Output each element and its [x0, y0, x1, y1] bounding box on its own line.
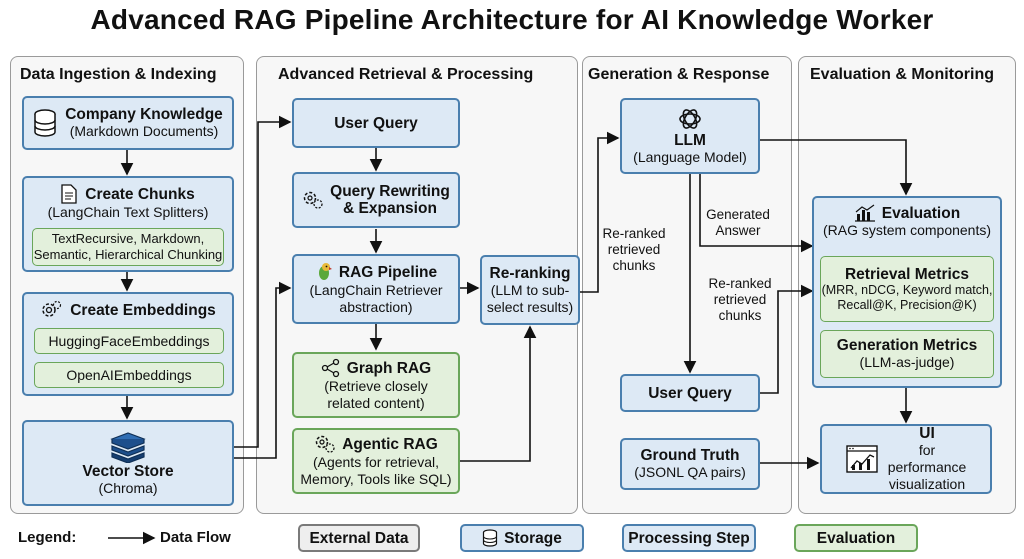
- graph-rag-box: Graph RAG (Retrieve closely related cont…: [292, 352, 460, 418]
- openai-embeddings-box: OpenAIEmbeddings: [34, 362, 224, 388]
- ground-truth-title: Ground Truth: [640, 447, 740, 464]
- ui-sub: for performance visualization: [887, 442, 967, 492]
- vector-store-icon: [110, 432, 146, 463]
- create-chunks-title: Create Chunks: [85, 185, 195, 203]
- agentic-rag-box: Agentic RAG (Agents for retrieval, Memor…: [292, 428, 460, 494]
- generation-metrics-sub: (LLM-as-judge): [859, 354, 955, 370]
- evaluation-title: Evaluation: [881, 204, 961, 222]
- legend-processing-label: Processing Step: [628, 529, 750, 547]
- database-icon: [483, 529, 498, 547]
- reranked-chunks-label-1: Re-ranked retrieved chunks: [602, 226, 666, 273]
- openai-embeddings-text: OpenAIEmbeddings: [66, 366, 192, 383]
- diagram-title: Advanced RAG Pipeline Architecture for A…: [90, 4, 934, 35]
- legend-storage: Storage: [460, 524, 584, 552]
- retrieval-metrics-box: Retrieval Metrics (MRR, nDCG, Keyword ma…: [820, 256, 994, 322]
- company-knowledge-sub: (Markdown Documents): [69, 123, 219, 139]
- legend-label: Legend:: [18, 529, 77, 546]
- chart-icon: [854, 204, 875, 222]
- gen-user-query-title: User Query: [648, 384, 732, 402]
- graph-rag-sub: (Retrieve closely related content): [324, 378, 428, 411]
- chunking-methods-box: TextRecursive, Markdown, Semantic, Hiera…: [32, 228, 224, 266]
- panel-title-generation: Generation & Response: [588, 66, 770, 83]
- rag-pipeline-title: RAG Pipeline: [338, 263, 438, 281]
- query-rewriting-title: Query Rewriting & Expansion: [330, 183, 450, 217]
- generation-metrics-title: Generation Metrics: [836, 337, 978, 354]
- generation-metrics-box: Generation Metrics (LLM-as-judge): [820, 330, 994, 378]
- document-icon: [61, 184, 77, 204]
- ground-truth-sub: (JSONL QA pairs): [634, 464, 746, 480]
- database-icon: [34, 109, 56, 137]
- legend-external-label: External Data: [309, 529, 409, 547]
- ui-box: UI for performance visualization: [820, 424, 992, 494]
- llm-title: LLM: [674, 132, 706, 149]
- panel-title-evaluation: Evaluation & Monitoring: [810, 66, 994, 83]
- legend-evaluation-label: Evaluation: [816, 529, 896, 547]
- hf-embeddings-text: HuggingFaceEmbeddings: [48, 332, 210, 349]
- retrieval-metrics-title: Retrieval Metrics: [844, 265, 970, 283]
- user-query-title: User Query: [334, 114, 418, 132]
- user-query-box: User Query: [292, 98, 460, 148]
- panel-title-retrieval: Advanced Retrieval & Processing: [278, 66, 534, 83]
- graph-rag-title: Graph RAG: [346, 359, 432, 377]
- hf-embeddings-box: HuggingFaceEmbeddings: [34, 328, 224, 354]
- evaluation-box: Evaluation (RAG system components) Retri…: [812, 196, 1002, 388]
- query-rewriting-box: Query Rewriting & Expansion: [292, 172, 460, 228]
- openai-icon: [679, 109, 701, 129]
- ground-truth-box: Ground Truth (JSONL QA pairs): [620, 438, 760, 490]
- legend-evaluation: Evaluation: [794, 524, 918, 552]
- reranked-chunks-label-2: Re-ranked retrieved chunks: [708, 276, 772, 323]
- vector-store-sub: (Chroma): [98, 480, 158, 496]
- agentic-rag-sub: (Agents for retrieval, Memory, Tools lik…: [300, 454, 452, 487]
- panel-title-ingestion: Data Ingestion & Indexing: [20, 66, 217, 83]
- legend-storage-label: Storage: [504, 529, 562, 547]
- ui-monitor-icon: [846, 445, 878, 473]
- create-chunks-sub: (LangChain Text Splitters): [47, 204, 209, 220]
- reranking-title: Re-ranking: [489, 264, 571, 282]
- create-embeddings-title: Create Embeddings: [70, 301, 216, 319]
- llm-sub: (Language Model): [633, 149, 747, 165]
- llm-box: LLM (Language Model): [620, 98, 760, 174]
- legend-processing: Processing Step: [622, 524, 756, 552]
- vector-store-title: Vector Store: [82, 463, 174, 480]
- legend-data-flow: Data Flow: [160, 529, 231, 546]
- ui-title: UI: [919, 425, 935, 442]
- gear-icon: [315, 435, 335, 453]
- agentic-rag-title: Agentic RAG: [342, 435, 438, 453]
- retrieval-metrics-sub: (MRR, nDCG, Keyword match, Recall@K, Pre…: [821, 282, 993, 312]
- create-embeddings-box: Create Embeddings HuggingFaceEmbeddings …: [22, 292, 234, 396]
- company-knowledge-box: Company Knowledge (Markdown Documents): [22, 96, 234, 150]
- evaluation-sub: (RAG system components): [822, 222, 992, 238]
- gear-icon: [42, 300, 62, 317]
- rag-pipeline-sub: (LangChain Retriever abstraction): [309, 282, 443, 315]
- rag-pipeline-box: RAG Pipeline (LangChain Retriever abstra…: [292, 254, 460, 324]
- graph-icon: [321, 358, 339, 378]
- legend-external: External Data: [298, 524, 420, 552]
- reranking-box: Re-ranking (LLM to sub- select results): [480, 255, 580, 325]
- gear-icon: [303, 191, 323, 209]
- company-knowledge-title: Company Knowledge: [65, 106, 223, 123]
- create-chunks-box: Create Chunks (LangChain Text Splitters)…: [22, 176, 234, 272]
- parrot-icon: [318, 263, 332, 280]
- vector-store-box: Vector Store (Chroma): [22, 420, 234, 506]
- reranking-sub: (LLM to sub- select results): [486, 281, 574, 315]
- generated-answer-label: Generated Answer: [706, 207, 770, 238]
- gen-user-query-box: User Query: [620, 374, 760, 412]
- chunking-methods-text: TextRecursive, Markdown, Semantic, Hiera…: [33, 231, 223, 262]
